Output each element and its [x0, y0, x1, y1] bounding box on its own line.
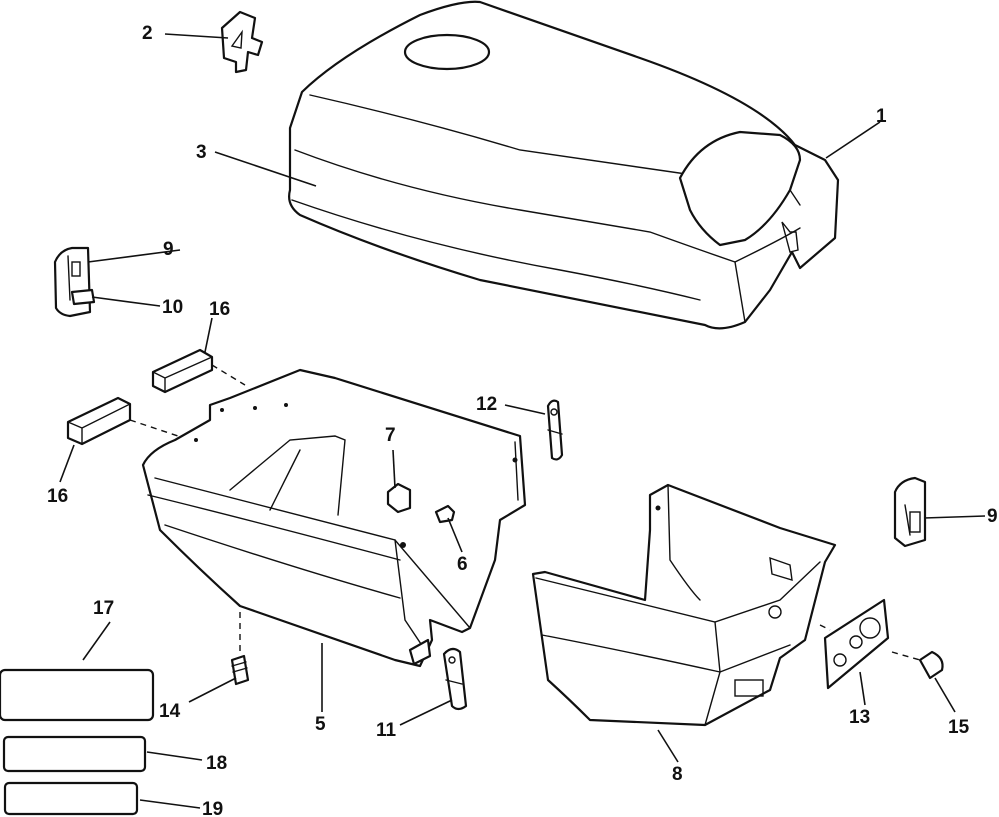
leader-lines — [59, 33, 986, 809]
callout-9-right: 9 — [987, 506, 998, 527]
model-number-decal: 4 — [220, 10, 264, 74]
clip — [386, 482, 412, 514]
callout-18: 18 — [206, 753, 227, 774]
rubber-pad-lower — [66, 396, 132, 446]
callout-2: 2 — [142, 23, 153, 44]
plug — [918, 650, 944, 680]
rubber-pad-upper — [151, 348, 214, 394]
callout-9-left: 9 — [163, 239, 174, 260]
callout-6: 6 — [457, 554, 468, 575]
callout-15: 15 — [948, 717, 970, 738]
screw-14 — [230, 654, 250, 686]
decal-panel-18 — [2, 735, 147, 773]
callout-13: 13 — [849, 707, 870, 728]
control-plate — [823, 598, 890, 690]
latch-clip-11 — [442, 647, 468, 711]
screw-6 — [434, 504, 456, 524]
callout-19: 19 — [202, 799, 223, 817]
callout-16-upper: 16 — [209, 299, 230, 320]
callout-11: 11 — [376, 720, 397, 741]
callout-5: 5 — [315, 714, 326, 735]
callout-16-lower: 16 — [47, 486, 68, 507]
callout-1: 1 — [876, 106, 887, 127]
callout-numbers: 1 2 3 9 10 16 12 7 16 9 6 17 14 5 11 13 … — [47, 23, 998, 817]
upper-motor-cover — [288, 0, 840, 330]
callout-10: 10 — [162, 297, 183, 318]
decal-panel-17 — [0, 668, 155, 722]
callout-12: 12 — [476, 394, 497, 415]
callout-8: 8 — [672, 764, 683, 785]
latch-right — [893, 476, 927, 548]
decal-panel-19 — [3, 781, 139, 816]
latch-clip-12 — [546, 399, 564, 461]
callout-7: 7 — [385, 425, 396, 446]
callout-3: 3 — [196, 142, 207, 163]
callout-14: 14 — [159, 701, 181, 722]
callout-17: 17 — [93, 598, 114, 619]
lower-cover-starboard — [531, 483, 837, 727]
lower-cover-port — [141, 368, 527, 668]
latch-left — [53, 246, 96, 318]
